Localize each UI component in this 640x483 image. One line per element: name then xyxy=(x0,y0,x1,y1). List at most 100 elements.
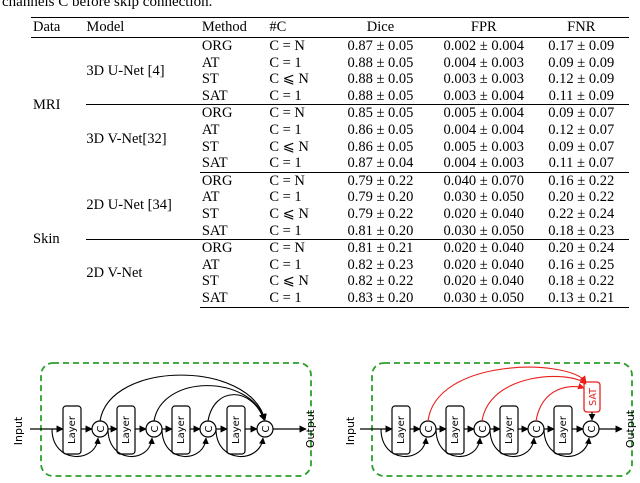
fnr-cell: 0.20 ± 0.22 xyxy=(548,189,615,206)
dice-cell: 0.82 ± 0.22 xyxy=(347,273,414,290)
fpr-cell: 0.020 ± 0.040 xyxy=(443,240,525,257)
concat-node: C xyxy=(256,420,274,438)
concat-label: C xyxy=(204,425,215,432)
dice-cell: 0.85 ± 0.05 xyxy=(347,105,414,122)
data-cell: MRI xyxy=(33,96,61,113)
concat-label: C xyxy=(261,425,272,432)
fnr-cell: 0.20 ± 0.24 xyxy=(548,240,615,257)
concat-node: C xyxy=(419,420,437,438)
fpr-cell: 0.020 ± 0.040 xyxy=(443,205,525,222)
dice-cell: 0.87 ± 0.05 xyxy=(347,38,414,54)
fpr-cell: 0.004 ± 0.004 xyxy=(443,121,525,138)
fnr-cell: 0.09 ± 0.07 xyxy=(548,105,615,122)
fnr-cell: 0.11 ± 0.07 xyxy=(533,155,629,173)
channels-cell: C = 1 xyxy=(269,87,327,106)
method-cell: ORG xyxy=(201,38,233,54)
channels-cell: C = 1 xyxy=(269,222,327,241)
header-data: Data xyxy=(31,17,87,38)
concat-label: C xyxy=(424,425,435,432)
concat-node: C xyxy=(473,420,491,438)
model-cell: 3D U-Net [4] xyxy=(86,37,200,106)
method-cell: AT xyxy=(201,189,220,206)
concat-label: C xyxy=(532,425,543,432)
header-dice: Dice xyxy=(326,17,434,38)
fpr-cell: 0.030 ± 0.050 xyxy=(434,289,534,308)
dice-cell: 0.87 ± 0.04 xyxy=(326,155,434,173)
channels-cell: C = 1 xyxy=(269,54,302,71)
header-method: Method xyxy=(199,17,270,38)
dice-cell: 0.88 ± 0.05 xyxy=(347,54,414,71)
layer-label: Layer xyxy=(176,415,187,444)
dice-cell: 0.86 ± 0.05 xyxy=(347,121,414,138)
method-cell: ORG xyxy=(201,172,233,189)
method-cell: ST xyxy=(201,71,219,88)
channels-cell: C ⩽ N xyxy=(269,71,309,88)
dice-cell: 0.83 ± 0.20 xyxy=(326,289,434,308)
fpr-cell: 0.004 ± 0.003 xyxy=(443,54,525,71)
model-cell: 2D V-Net xyxy=(86,265,143,282)
concat-label: C xyxy=(150,425,161,432)
dice-cell: 0.86 ± 0.05 xyxy=(347,138,414,155)
fnr-cell: 0.09 ± 0.09 xyxy=(548,54,615,71)
fnr-cell: 0.18 ± 0.22 xyxy=(548,273,615,290)
fnr-cell: 0.22 ± 0.24 xyxy=(548,205,615,222)
channels-cell: C ⩽ N xyxy=(269,273,309,290)
concat-node: C xyxy=(582,420,600,438)
concat-node: C xyxy=(527,420,545,438)
header-model: Model xyxy=(86,17,200,38)
dice-cell: 0.79 ± 0.22 xyxy=(347,205,414,222)
method-cell: ST xyxy=(201,138,219,155)
fpr-cell: 0.005 ± 0.003 xyxy=(443,138,525,155)
concat-node: C xyxy=(91,420,109,438)
layer-block: Layer xyxy=(62,405,82,455)
method-cell: SAT xyxy=(199,289,270,308)
concat-label: C xyxy=(478,425,489,432)
channels-cell: C = N xyxy=(269,105,305,122)
fnr-cell: 0.18 ± 0.23 xyxy=(533,222,629,241)
method-cell: ST xyxy=(201,205,219,222)
output-label: Output xyxy=(304,409,317,448)
layer-block: Layer xyxy=(226,405,246,455)
dice-cell: 0.81 ± 0.21 xyxy=(347,240,414,257)
data-cell: Skin xyxy=(33,231,60,248)
method-cell: ORG xyxy=(201,105,233,122)
fpr-cell: 0.003 ± 0.004 xyxy=(434,87,534,106)
fpr-cell: 0.020 ± 0.040 xyxy=(443,273,525,290)
fpr-cell: 0.030 ± 0.050 xyxy=(434,222,534,241)
fnr-cell: 0.16 ± 0.25 xyxy=(548,256,615,273)
fpr-cell: 0.002 ± 0.004 xyxy=(443,38,525,54)
layer-block: Layer xyxy=(391,405,411,455)
table-row: AT C = 1 0.88 ± 0.05 0.004 ± 0.003 0.09 ± 0.… xyxy=(31,55,629,72)
header-channels: #C xyxy=(269,17,327,38)
layer-label: Layer xyxy=(231,415,242,444)
method-cell: SAT xyxy=(199,222,270,241)
fpr-cell: 0.020 ± 0.040 xyxy=(443,256,525,273)
fnr-cell: 0.17 ± 0.09 xyxy=(548,38,615,54)
layer-label: Layer xyxy=(396,415,407,444)
header-fnr: FNR xyxy=(533,17,629,38)
fpr-cell: 0.040 ± 0.070 xyxy=(443,172,525,189)
method-cell: AT xyxy=(201,54,220,71)
results-table: Data Model Method #C Dice FPR FNR MRI 3D … xyxy=(31,17,629,308)
layer-label: Layer xyxy=(558,415,569,444)
concat-node: C xyxy=(199,420,217,438)
channels-cell: C ⩽ N xyxy=(269,138,309,155)
table-header-row: Data Model Method #C Dice FPR FNR xyxy=(31,17,629,38)
channels-cell: C = N xyxy=(269,38,305,54)
channels-cell: C = 1 xyxy=(269,189,302,206)
fnr-cell: 0.12 ± 0.07 xyxy=(548,121,615,138)
layer-label: Layer xyxy=(504,415,515,444)
fpr-cell: 0.003 ± 0.003 xyxy=(443,71,525,88)
channels-cell: C = N xyxy=(269,172,305,189)
input-label: Input xyxy=(344,416,357,445)
